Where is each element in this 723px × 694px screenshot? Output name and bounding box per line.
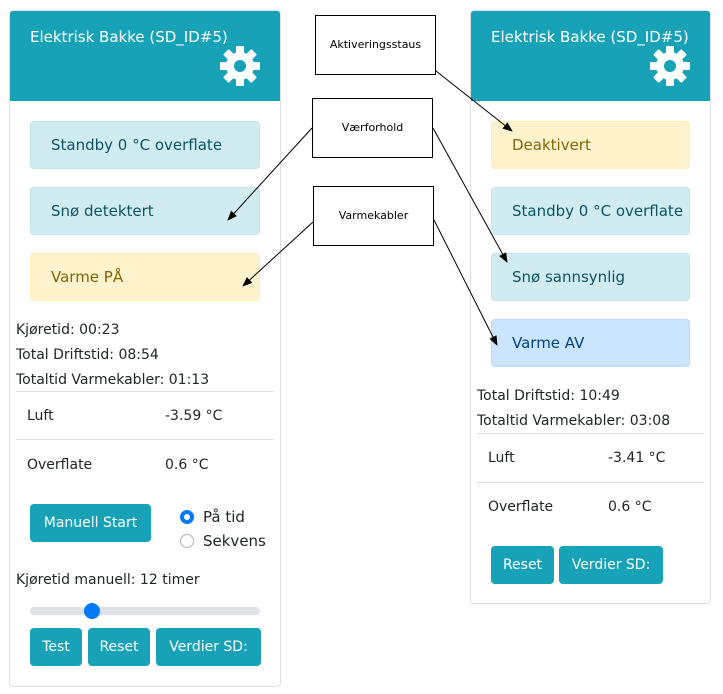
- radio-on-time[interactable]: På tid: [180, 508, 245, 526]
- total-runtime-text: Total Driftstid: 08:54: [16, 347, 159, 363]
- air-value: -3.59 °C: [165, 408, 223, 424]
- arrow-weather-right: [432, 127, 508, 263]
- heating-cable-time-text: Totaltid Varmekabler: 01:13: [16, 372, 210, 388]
- heating-cable-time-text: Totaltid Varmekabler: 03:08: [477, 413, 671, 429]
- activation-status-callout: Aktiveringsstaus: [315, 15, 436, 75]
- surface-status: Standby 0 °C overflate: [491, 187, 690, 235]
- divider: [477, 433, 704, 434]
- arrow-heating-left: [242, 221, 314, 287]
- divider: [16, 391, 274, 392]
- heating-status: Varme AV: [491, 319, 690, 367]
- arrow-activation: [435, 70, 513, 132]
- right-panel-card: Elektrisk Bakke (SD_ID#5) Deaktivert Sta…: [470, 10, 711, 604]
- air-label: Luft: [27, 408, 54, 424]
- card-header: Elektrisk Bakke (SD_ID#5): [471, 11, 710, 101]
- radio-selected-icon[interactable]: [180, 510, 194, 524]
- arrow-weather-left: [227, 127, 313, 221]
- manual-runtime-slider[interactable]: [30, 607, 260, 615]
- radio-label: Sekvens: [203, 532, 266, 550]
- weather-conditions-callout: Værforhold: [312, 98, 433, 158]
- sd-values-button[interactable]: Verdier SD:: [559, 546, 663, 584]
- left-panel-card: Elektrisk Bakke (SD_ID#5) Standby 0 °C o…: [9, 10, 281, 687]
- arrow-heating-right: [433, 219, 498, 346]
- radio-label: På tid: [203, 508, 245, 526]
- test-button[interactable]: Test: [30, 628, 82, 666]
- activation-status: Deaktivert: [491, 121, 690, 169]
- gear-icon[interactable]: [649, 45, 691, 87]
- surface-value: 0.6 °C: [165, 457, 209, 473]
- reset-button[interactable]: Reset: [491, 546, 554, 584]
- card-title: Elektrisk Bakke (SD_ID#5): [491, 28, 689, 46]
- radio-sequence[interactable]: Sekvens: [180, 532, 266, 550]
- reset-button[interactable]: Reset: [88, 628, 150, 666]
- gear-icon[interactable]: [219, 45, 261, 87]
- heating-status: Varme PÅ: [30, 253, 260, 301]
- sd-values-button[interactable]: Verdier SD:: [156, 628, 261, 666]
- manual-runtime-label: Kjøretid manuell: 12 timer: [16, 572, 200, 588]
- divider: [16, 439, 274, 440]
- divider: [477, 482, 704, 483]
- weather-status: Snø detektert: [30, 187, 260, 235]
- air-label: Luft: [488, 450, 515, 466]
- card-title: Elektrisk Bakke (SD_ID#5): [30, 28, 228, 46]
- surface-label: Overflate: [488, 499, 554, 515]
- card-header: Elektrisk Bakke (SD_ID#5): [10, 11, 280, 101]
- surface-label: Overflate: [27, 457, 93, 473]
- slider-handle[interactable]: [84, 603, 101, 619]
- radio-unselected-icon[interactable]: [180, 534, 194, 548]
- manual-start-button[interactable]: Manuell Start: [30, 504, 151, 542]
- runtime-text: Kjøretid: 00:23: [16, 322, 120, 338]
- weather-status: Snø sannsynlig: [491, 253, 690, 301]
- surface-value: 0.6 °C: [608, 499, 652, 515]
- total-runtime-text: Total Driftstid: 10:49: [477, 388, 620, 404]
- heating-cables-callout: Varmekabler: [313, 186, 434, 246]
- surface-status: Standby 0 °C overflate: [30, 121, 260, 169]
- air-value: -3.41 °C: [608, 450, 666, 466]
